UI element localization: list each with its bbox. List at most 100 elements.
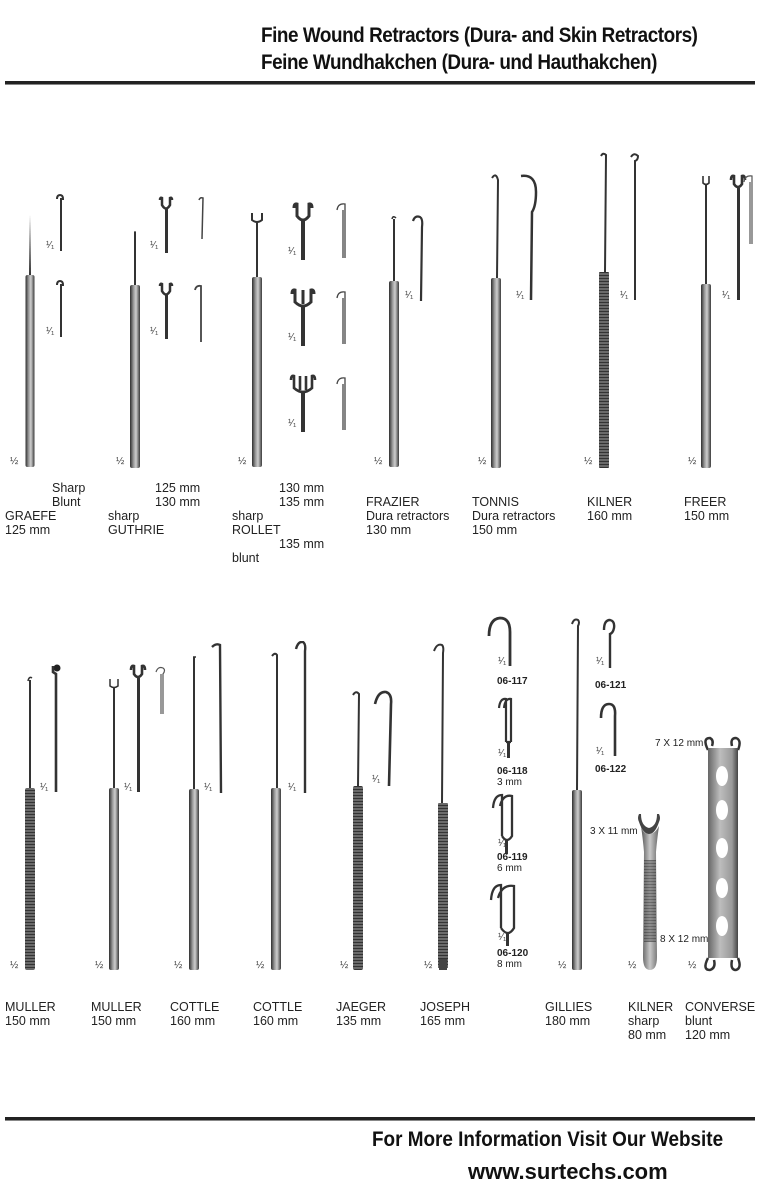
header-rule [5, 81, 755, 84]
instrument-name: FRAZIER [366, 495, 420, 509]
instrument-size: 160 mm [170, 1014, 216, 1028]
scale-full: ¹⁄₁ [620, 290, 629, 301]
tonnis-label: TONNIS Dura retractors 150 mm [472, 495, 556, 537]
rollet-variants: 130 mm 135 mm [279, 481, 325, 509]
hook-06-117-icon [487, 616, 512, 666]
scale-full: ¹⁄₁ [722, 290, 731, 301]
scale-full: ¹⁄₁ [150, 240, 159, 251]
hook-06-120-icon [489, 883, 516, 946]
gillies-label: GILLIES 180 mm [545, 1000, 592, 1028]
instrument-size: 150 mm [684, 509, 730, 523]
scale-half: ½ [256, 960, 265, 971]
rollet-4prong-tip-icon [289, 374, 317, 432]
guthrie-label: sharp GUTHRIE [108, 509, 165, 537]
joseph-label: JOSEPH 165 mm [420, 1000, 470, 1028]
instrument-name: GUTHRIE [108, 523, 165, 537]
guthrie-sharp-side-icon [198, 197, 204, 240]
instrument-size: 125 mm [5, 523, 51, 537]
instrument-name: JAEGER [336, 1000, 387, 1014]
instrument-size: 150 mm [5, 1014, 51, 1028]
instrument-size: 150 mm [472, 523, 518, 537]
scale-half: ½ [478, 456, 487, 467]
tonnis-instrument-icon [491, 174, 501, 468]
instrument-name: FREER [684, 495, 727, 509]
guthrie-instrument-icon [130, 231, 140, 468]
instrument-name: MULLER [91, 1000, 142, 1014]
converse-top-dimension: 7 X 12 mm [655, 738, 704, 749]
muller-label: MULLER 150 mm [5, 1000, 56, 1028]
hook-06-120-label: 06-120 8 mm [497, 948, 529, 970]
instrument-size: 180 mm [545, 1014, 591, 1028]
scale-full: ¹⁄₁ [288, 418, 297, 429]
converse-label: CONVERSE blunt 120 mm [685, 1000, 756, 1042]
instrument-name: JOSEPH [420, 1000, 471, 1014]
scale-half: ½ [95, 960, 104, 971]
hook-06-121-label: 06-121 [595, 680, 627, 691]
hook-06-119-label: 06-119 6 mm [497, 852, 528, 874]
scale-full: ¹⁄₁ [288, 782, 297, 793]
scale-full: ¹⁄₁ [46, 326, 55, 337]
graefe-instrument-icon [25, 215, 35, 467]
scale-full: ¹⁄₁ [498, 932, 507, 943]
scale-half: ½ [374, 456, 383, 467]
freer-side-icon [743, 175, 753, 244]
scale-full: ¹⁄₁ [46, 240, 55, 251]
cottle-2-tip-icon [294, 641, 307, 793]
frazier-tip-icon [411, 215, 424, 302]
footer-website-link[interactable]: www.surtechs.com [468, 1159, 668, 1184]
freer-tip-icon [729, 174, 747, 300]
instrument-size: 135 mm [336, 1014, 382, 1028]
rollet-4prong-side-icon [336, 377, 346, 430]
kilner-sharp-label: KILNER sharp 80 mm [628, 1000, 674, 1042]
kilner-skin-hook-icon [638, 814, 660, 970]
rollet-instrument-icon [251, 213, 263, 467]
guthrie-variants: 125 mm 130 mm [155, 481, 201, 509]
scale-full: ¹⁄₁ [498, 838, 507, 849]
guthrie-blunt-tip-icon [158, 282, 174, 339]
page-subtitle-german: Feine Wundhakchen (Dura- und Hauthakchen… [261, 51, 657, 74]
jaeger-tip-icon [373, 690, 393, 787]
footer-info-text: For More Information Visit Our Website [372, 1128, 724, 1151]
rollet-2prong-tip-icon [292, 202, 314, 260]
kilner-label: KILNER 160 mm [587, 495, 632, 523]
rollet-3prong-tip-icon [290, 288, 316, 346]
converse-retractor-icon [704, 736, 741, 972]
freer-instrument-icon [701, 176, 711, 468]
jaeger-instrument-icon [352, 691, 363, 970]
instrument-name: MULLER [5, 1000, 56, 1014]
guthrie-blunt-side-icon [194, 284, 202, 342]
hook-06-119-icon [491, 793, 514, 854]
rollet-blunt-size: 135 mm [279, 537, 325, 551]
cottle-2-instrument-icon [271, 652, 281, 970]
scale-full: ¹⁄₁ [596, 746, 605, 757]
instrument-name: CONVERSE [685, 1000, 756, 1014]
scale-full: ¹⁄₁ [288, 332, 297, 343]
instrument-name: KILNER [628, 1000, 674, 1014]
instrument-size: 150 mm [91, 1014, 137, 1028]
scale-full: ¹⁄₁ [40, 782, 49, 793]
hook-06-117-label: 06-117 [497, 676, 528, 687]
scale-half: ½ [10, 456, 19, 467]
graefe-label: GRAEFE 125 mm [5, 509, 56, 537]
graefe-blunt-tip-icon [56, 280, 65, 337]
muller-2-side-icon [155, 666, 166, 714]
graefe-variants: Sharp Blunt [52, 481, 86, 509]
hook-06-118-label: 06-118 3 mm [497, 766, 528, 788]
scale-full: ¹⁄₁ [204, 782, 213, 793]
kilner-tip-dimension: 3 X 11 mm [590, 826, 638, 837]
muller-instrument-icon [25, 676, 35, 970]
jaeger-label: JAEGER 135 mm [336, 1000, 386, 1028]
rollet-3prong-side-icon [336, 291, 346, 344]
instrument-size: 160 mm [587, 509, 633, 523]
gillies-instrument-icon [571, 618, 582, 970]
scale-full: ¹⁄₁ [372, 774, 381, 785]
instrument-size: 165 mm [420, 1014, 466, 1028]
scale-half: ½ [424, 960, 433, 971]
cottle-label: COTTLE 160 mm [170, 1000, 219, 1028]
scale-half: ½ [238, 456, 247, 467]
tonnis-tip-icon [520, 174, 538, 301]
hook-06-122-label: 06-122 [595, 764, 627, 775]
joseph-instrument-icon [433, 643, 448, 970]
scale-full: ¹⁄₁ [498, 656, 507, 667]
instrument-size: 130 mm [366, 523, 412, 537]
